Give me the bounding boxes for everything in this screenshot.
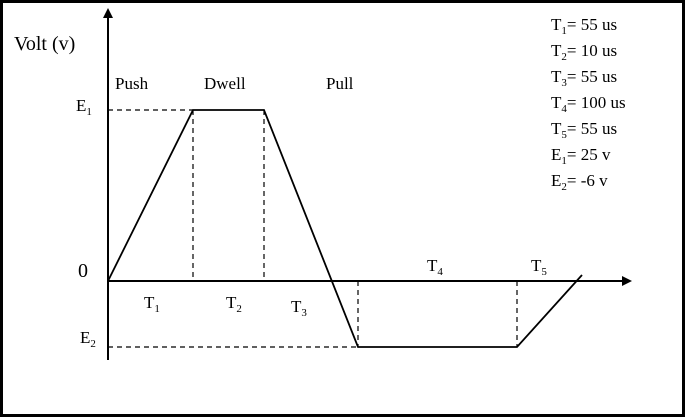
origin-label: 0 <box>78 260 88 282</box>
param-t4: T4= 100 us <box>551 93 626 115</box>
param-t1: T1= 55 us <box>551 15 617 37</box>
param-t3: T3= 55 us <box>551 67 617 89</box>
push-label: Push <box>115 74 149 93</box>
pull-label: Pull <box>326 74 354 93</box>
y-axis-label: Volt (v) <box>14 33 75 55</box>
voltage-waveform <box>107 109 583 348</box>
dwell-label: Dwell <box>204 74 246 93</box>
param-t5: T5= 55 us <box>551 119 617 141</box>
t2-label: T2 <box>226 293 242 315</box>
param-e2: E2= -6 v <box>551 171 608 193</box>
t3-label: T3 <box>291 297 307 319</box>
t1-label: T1 <box>144 293 160 315</box>
e1-label: E1 <box>76 96 92 118</box>
param-t2: T2= 10 us <box>551 41 617 63</box>
dashed-guides <box>108 109 518 348</box>
t4-label: T4 <box>427 256 443 278</box>
e2-label: E2 <box>80 328 96 350</box>
param-e1: E1= 25 v <box>551 145 611 167</box>
t5-label: T5 <box>531 256 547 278</box>
parameter-list: T1= 55 us T2= 10 us T3= 55 us T4= 100 us… <box>551 15 626 193</box>
